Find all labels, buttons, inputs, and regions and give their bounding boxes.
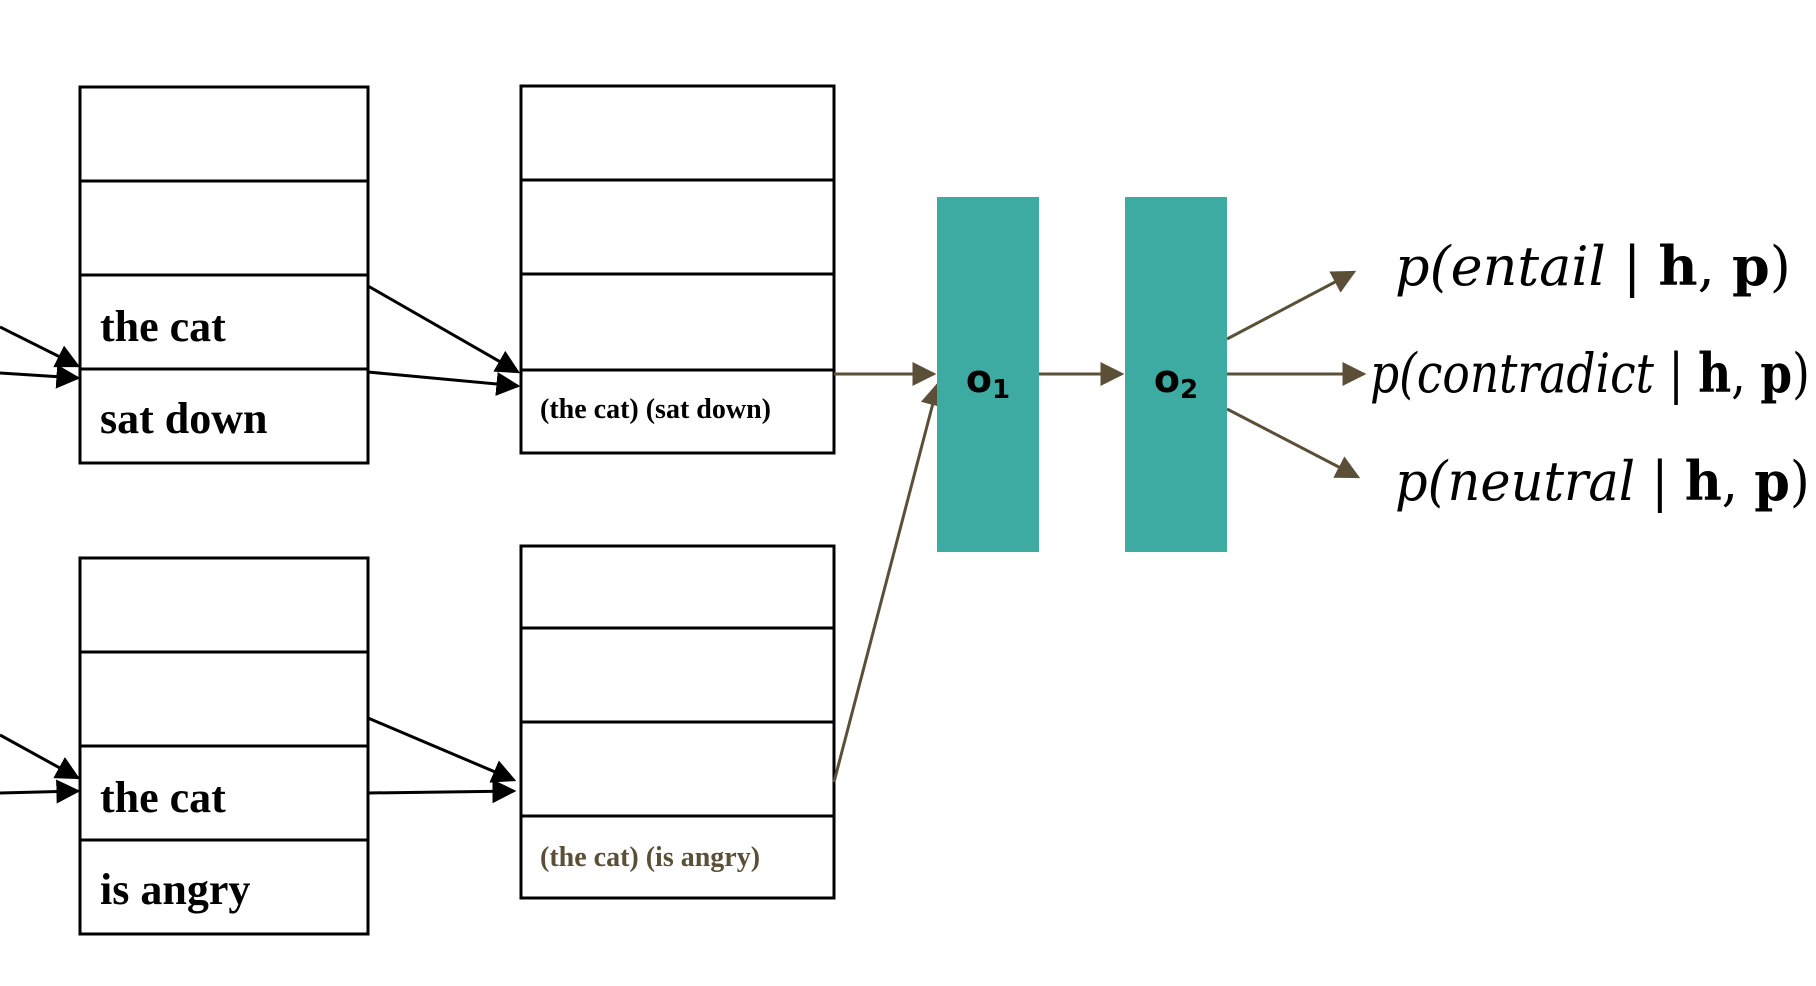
o2-layer-label: o2 xyxy=(1154,357,1198,405)
premise-composed-cell-1 xyxy=(519,84,836,182)
hypothesis-composition-label: (the cat) (is angry) xyxy=(540,842,760,873)
hypothesis-compose-arrow-2 xyxy=(367,779,517,804)
premise-composition-label: (the cat) (sat down) xyxy=(540,394,771,425)
hypothesis-stack: the cat is angry xyxy=(78,556,370,936)
hypothesis-input-arrow-1 xyxy=(0,733,81,780)
o2-to-neutral-arrow xyxy=(1226,407,1361,479)
hypothesis-composed-cell-1 xyxy=(519,544,836,630)
hypothesis-phrase-subject: the cat xyxy=(100,773,226,822)
premise-compose-arrow-1 xyxy=(367,284,521,374)
premise-stack: the cat sat down xyxy=(78,85,370,465)
o1-layer-block xyxy=(937,197,1039,552)
hypothesis-cell-1 xyxy=(78,556,370,654)
premise-composed-cell-4 xyxy=(519,368,836,455)
premise-composed-cell-2 xyxy=(519,178,836,276)
premise-composed-cell-3 xyxy=(519,272,836,372)
o2-layer-block xyxy=(1125,197,1227,552)
premise-cell-2 xyxy=(78,179,370,277)
hypothesis-compose-arrow-1 xyxy=(367,716,517,783)
output-neutral: p(neutral | h, p) xyxy=(1395,451,1810,514)
hidden-layer-o1: o1 xyxy=(937,197,1039,552)
o1-layer-label: o1 xyxy=(966,357,1010,405)
hypothesis-phrase-predicate: is angry xyxy=(100,865,250,914)
hypothesis-composed-stack: (the cat) (is angry) xyxy=(519,544,836,900)
hidden-layer-o2: o2 xyxy=(1125,197,1227,552)
premise-input-arrow-1 xyxy=(0,325,81,368)
hypothesis-composed-cell-4 xyxy=(519,814,836,900)
hypothesis-to-o1-arrow xyxy=(832,381,945,783)
composition-arrows xyxy=(0,284,521,804)
premise-composed-stack: (the cat) (sat down) xyxy=(519,84,836,455)
hypothesis-input-arrow-2 xyxy=(0,779,81,804)
hypothesis-composed-cell-3 xyxy=(519,720,836,818)
hypothesis-cell-2 xyxy=(78,650,370,748)
premise-compose-arrow-2 xyxy=(367,370,521,396)
premise-input-arrow-2 xyxy=(0,364,81,389)
o2-to-entail-arrow xyxy=(1226,270,1357,341)
premise-phrase-predicate: sat down xyxy=(100,394,268,443)
premise-cell-1 xyxy=(78,85,370,183)
premise-phrase-subject: the cat xyxy=(100,302,226,351)
output-contradict: p(contradict | h, p) xyxy=(1370,341,1810,405)
hypothesis-cell-4 xyxy=(78,838,370,936)
hypothesis-composed-cell-2 xyxy=(519,626,836,724)
output-entail: p(entail | h, p) xyxy=(1395,234,1791,298)
premise-cell-4 xyxy=(78,367,370,465)
premise-cell-3 xyxy=(78,273,370,371)
output-probabilities: p(entail | h, p) p(contradict | h, p) p(… xyxy=(1370,234,1810,513)
flow-arrows xyxy=(832,270,1367,783)
